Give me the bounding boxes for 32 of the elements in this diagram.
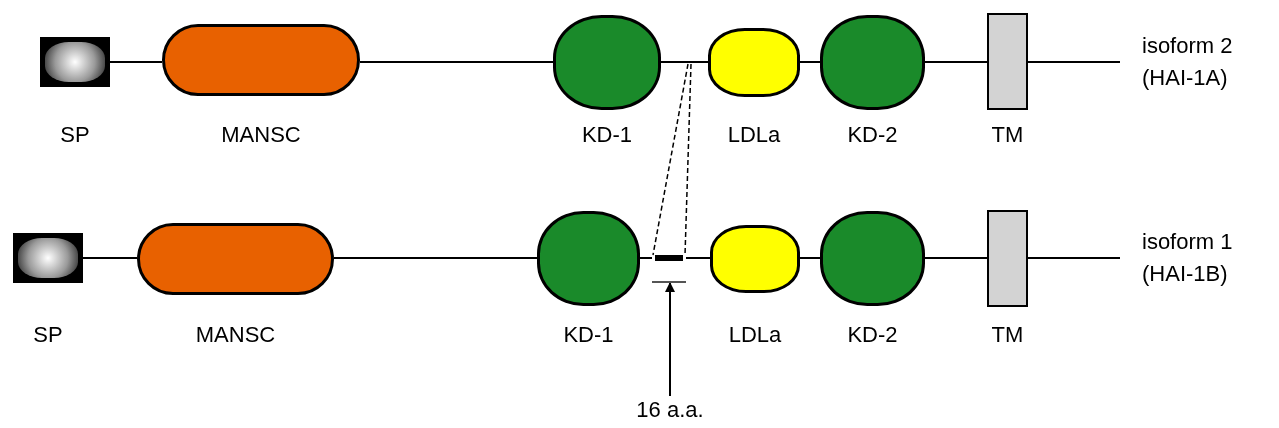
- domain-label: KD-1: [581, 122, 633, 148]
- domain-label: LDLa: [727, 122, 781, 148]
- backbone-line: [924, 257, 988, 259]
- domain-label: MANSC: [195, 322, 276, 348]
- backbone-line: [1027, 61, 1121, 63]
- backbone-line: [1027, 257, 1121, 259]
- dashed-line: [684, 63, 692, 256]
- backbone-line: [799, 257, 821, 259]
- insertion-bar: [652, 255, 686, 283]
- domain-label: LDLa: [728, 322, 782, 348]
- isoform-label: isoform 2 (HAI-1A): [1142, 32, 1234, 92]
- domain-label: KD-1: [563, 322, 614, 348]
- backbone-line: [799, 61, 821, 63]
- domain-label: SP: [60, 122, 90, 148]
- backbone-line: [660, 61, 709, 63]
- domain-label: SP: [33, 322, 63, 348]
- domain-label: KD-2: [847, 322, 898, 348]
- backbone-line: [924, 61, 988, 63]
- backbone-line: [109, 61, 163, 63]
- arrow: [665, 282, 675, 397]
- domain-label: MANSC: [221, 122, 301, 148]
- domain-label: KD-2: [847, 122, 898, 148]
- domain-label: TM: [991, 122, 1024, 148]
- insertion-label: 16 a.a.: [636, 397, 704, 423]
- backbone-line: [82, 257, 138, 259]
- backbone-line: [359, 61, 554, 63]
- backbone-line: [333, 257, 538, 259]
- dashed-line: [652, 63, 689, 256]
- isoform-label: isoform 1 (HAI-1B): [1142, 228, 1234, 288]
- backbone-line: [639, 257, 653, 259]
- backbone-line: [685, 257, 711, 259]
- domain-label: TM: [991, 322, 1024, 348]
